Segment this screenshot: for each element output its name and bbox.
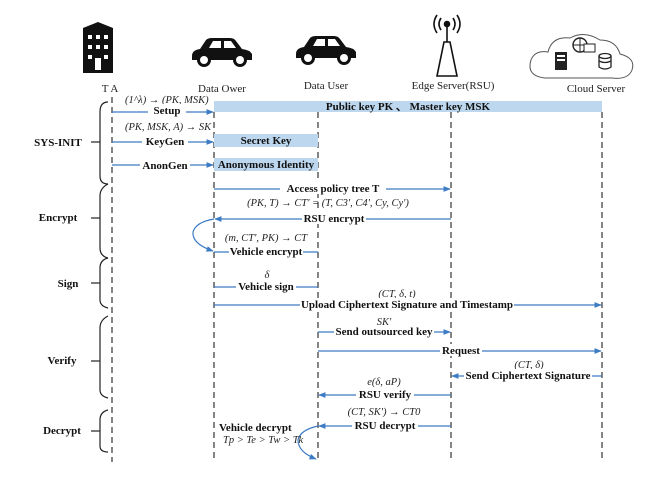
formula-vehicle-encrypt: (m, CT', PK) → CT [225, 233, 308, 244]
msg-label-vehicle-decrypt: Vehicle decrypt [219, 422, 292, 434]
msg-label-rsu-encrypt: RSU encrypt [304, 213, 365, 225]
formula-keygen: (PK, MSK, A) → SK [125, 122, 212, 133]
arrow-vehicle-decrypt-loop [297, 425, 319, 460]
car-icon [192, 38, 252, 67]
bar-secret-key [214, 134, 318, 147]
actor-label-ta: T A [102, 83, 119, 95]
formula-vehicle-sign: δ [265, 270, 271, 281]
msg-label-vehicle-encrypt: Vehicle encrypt [230, 246, 303, 258]
msg-label-vehicle-sign: Vehicle sign [238, 281, 294, 293]
phase-brace-verify [91, 315, 109, 399]
msg-label-keygen: KeyGen [146, 136, 185, 148]
phase-brace-sys-init [91, 101, 109, 185]
phase-label-sign: Sign [58, 278, 79, 290]
phase-label-sys-init: SYS-INIT [34, 137, 82, 149]
msg-label-upload: Upload Ciphertext Signature and Timestam… [301, 299, 513, 311]
formula-rsu-decrypt: (CT, SK') → CT0 [348, 407, 421, 418]
msg-label-rsu-verify: RSU verify [359, 389, 412, 401]
phase-brace-sign [91, 257, 109, 309]
antenna-tower-icon [433, 14, 461, 77]
bar-public-master-key [214, 101, 602, 112]
formula-rsu-verify: e(δ, aP) [367, 377, 401, 388]
arrow-vehicle-encrypt-loop [192, 218, 215, 252]
bar-anonymous-identity [214, 158, 318, 171]
car-icon [296, 36, 356, 65]
msg-label-anongen: AnonGen [142, 160, 187, 172]
formula-outsourced-key: SK' [377, 317, 392, 328]
msg-label-request: Request [442, 345, 480, 357]
msg-label-send-ciphertext: Send Ciphertext Signature [465, 370, 590, 382]
msg-label-setup: Setup [154, 105, 181, 117]
phase-brace-decrypt [91, 409, 109, 453]
bar-label-secret-key: Secret Key [241, 135, 292, 147]
formula-vehicle-decrypt: Tp > Te > Tw > Tk [223, 435, 304, 446]
phase-label-encrypt: Encrypt [39, 212, 78, 224]
phase-label-verify: Verify [48, 355, 77, 367]
msg-label-rsu-decrypt: RSU decrypt [355, 420, 416, 432]
phase-brace-encrypt [91, 183, 109, 259]
formula-rsu-encrypt: (PK, T) → CT' = (T, C3', C4', Cy, Cy') [247, 198, 409, 209]
actor-label-data-owner: Data Ower [198, 83, 246, 95]
formula-upload: (CT, δ, t) [378, 289, 416, 300]
msg-label-access-policy: Access policy tree T [287, 183, 380, 195]
building-icon [83, 22, 113, 73]
bar-label-anonymous-identity: Anonymous Identity [218, 159, 315, 171]
msg-label-outsourced-key: Send outsourced key [336, 326, 433, 338]
cloud-server-icon [529, 34, 634, 79]
bar-label-public-master-key: Public key PK 、 Master key MSK [326, 101, 491, 113]
actor-label-data-user: Data User [304, 80, 349, 92]
formula-send-ciphertext: (CT, δ) [514, 360, 544, 371]
phase-label-decrypt: Decrypt [43, 425, 81, 437]
formula-setup: (1^λ) → (PK, MSK) [125, 95, 209, 106]
actor-label-rsu: Edge Server(RSU) [412, 80, 495, 92]
actor-label-cloud: Cloud Server [567, 83, 626, 95]
